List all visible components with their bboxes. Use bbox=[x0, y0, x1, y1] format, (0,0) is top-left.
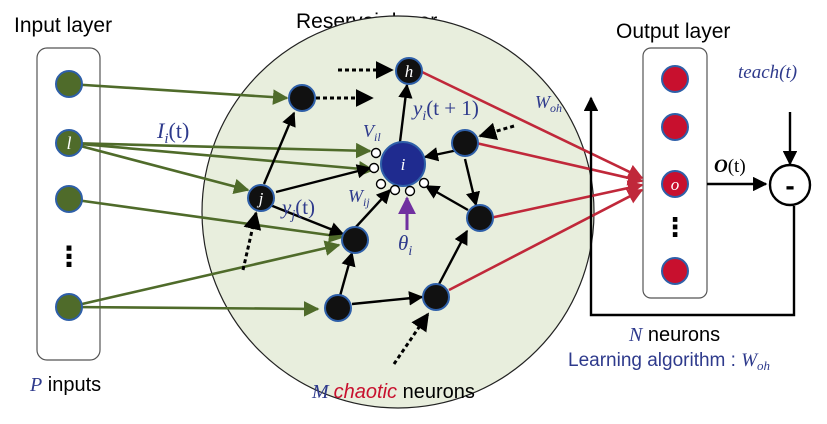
label-O-t: O(t) bbox=[714, 156, 746, 177]
reservoir-node-h bbox=[395, 57, 423, 85]
learning-loop bbox=[583, 96, 798, 317]
reservoir-node bbox=[288, 84, 316, 112]
synapse bbox=[370, 147, 382, 159]
output-node bbox=[661, 113, 689, 141]
reservoir-node-j-label: j bbox=[257, 189, 264, 208]
output-node bbox=[661, 65, 689, 93]
synapse bbox=[368, 162, 380, 174]
center-node-i bbox=[380, 141, 426, 187]
output-node bbox=[661, 257, 689, 285]
input-nodes bbox=[55, 70, 83, 321]
reservoir-connections bbox=[262, 83, 480, 306]
output-layer-title: Output layer bbox=[616, 20, 730, 43]
label-W-oh: Woh bbox=[535, 92, 562, 115]
input-node bbox=[55, 185, 83, 213]
label-y-i: yi(t + 1) bbox=[411, 96, 479, 124]
label-M-chaotic-neurons: M chaotic neurons bbox=[311, 381, 475, 403]
input-node bbox=[55, 70, 83, 98]
label-y-j: yj(t) bbox=[280, 195, 315, 223]
label-V-il: Vil bbox=[363, 121, 381, 144]
reservoir-node bbox=[422, 283, 450, 311]
synapse bbox=[418, 177, 430, 189]
reservoir-node bbox=[466, 204, 494, 232]
input-connections bbox=[68, 82, 375, 317]
reservoir-nodes bbox=[247, 57, 494, 322]
label-teach: teach(t) bbox=[738, 62, 797, 83]
synapse bbox=[375, 178, 387, 190]
synapse bbox=[404, 185, 416, 197]
input-node-l bbox=[55, 129, 83, 157]
label-N-neurons: N neurons bbox=[628, 324, 720, 346]
input-node-l-label: l bbox=[66, 133, 71, 153]
output-node-o-label: o bbox=[671, 175, 680, 194]
label-W-ij: Wij bbox=[348, 186, 370, 209]
label-I-i: Ii(t) bbox=[156, 118, 189, 147]
output-nodes bbox=[661, 65, 689, 285]
synapses bbox=[368, 147, 430, 197]
output-dots: ⋮ bbox=[662, 212, 688, 242]
synapse bbox=[389, 184, 401, 196]
reservoir-node-j bbox=[247, 184, 275, 212]
comparator-minus: - bbox=[785, 170, 794, 201]
label-theta-i: θi bbox=[398, 231, 412, 259]
center-node-i-label: i bbox=[401, 155, 406, 174]
reservoir-node bbox=[324, 294, 352, 322]
reservoir-node bbox=[451, 129, 479, 157]
reservoir-node-h-label: h bbox=[405, 62, 414, 81]
input-dots: ⋮ bbox=[55, 241, 83, 272]
output-node-o bbox=[661, 170, 689, 198]
output-connections bbox=[421, 70, 644, 292]
input-layer-title: Input layer bbox=[14, 14, 112, 37]
label-learning-algorithm: Learning algorithm : Woh bbox=[568, 350, 770, 373]
input-node bbox=[55, 293, 83, 321]
label-P-inputs: P inputs bbox=[29, 374, 101, 396]
reservoir-node bbox=[341, 226, 369, 254]
comparator-node bbox=[768, 163, 812, 207]
dotted-connections bbox=[241, 61, 515, 365]
